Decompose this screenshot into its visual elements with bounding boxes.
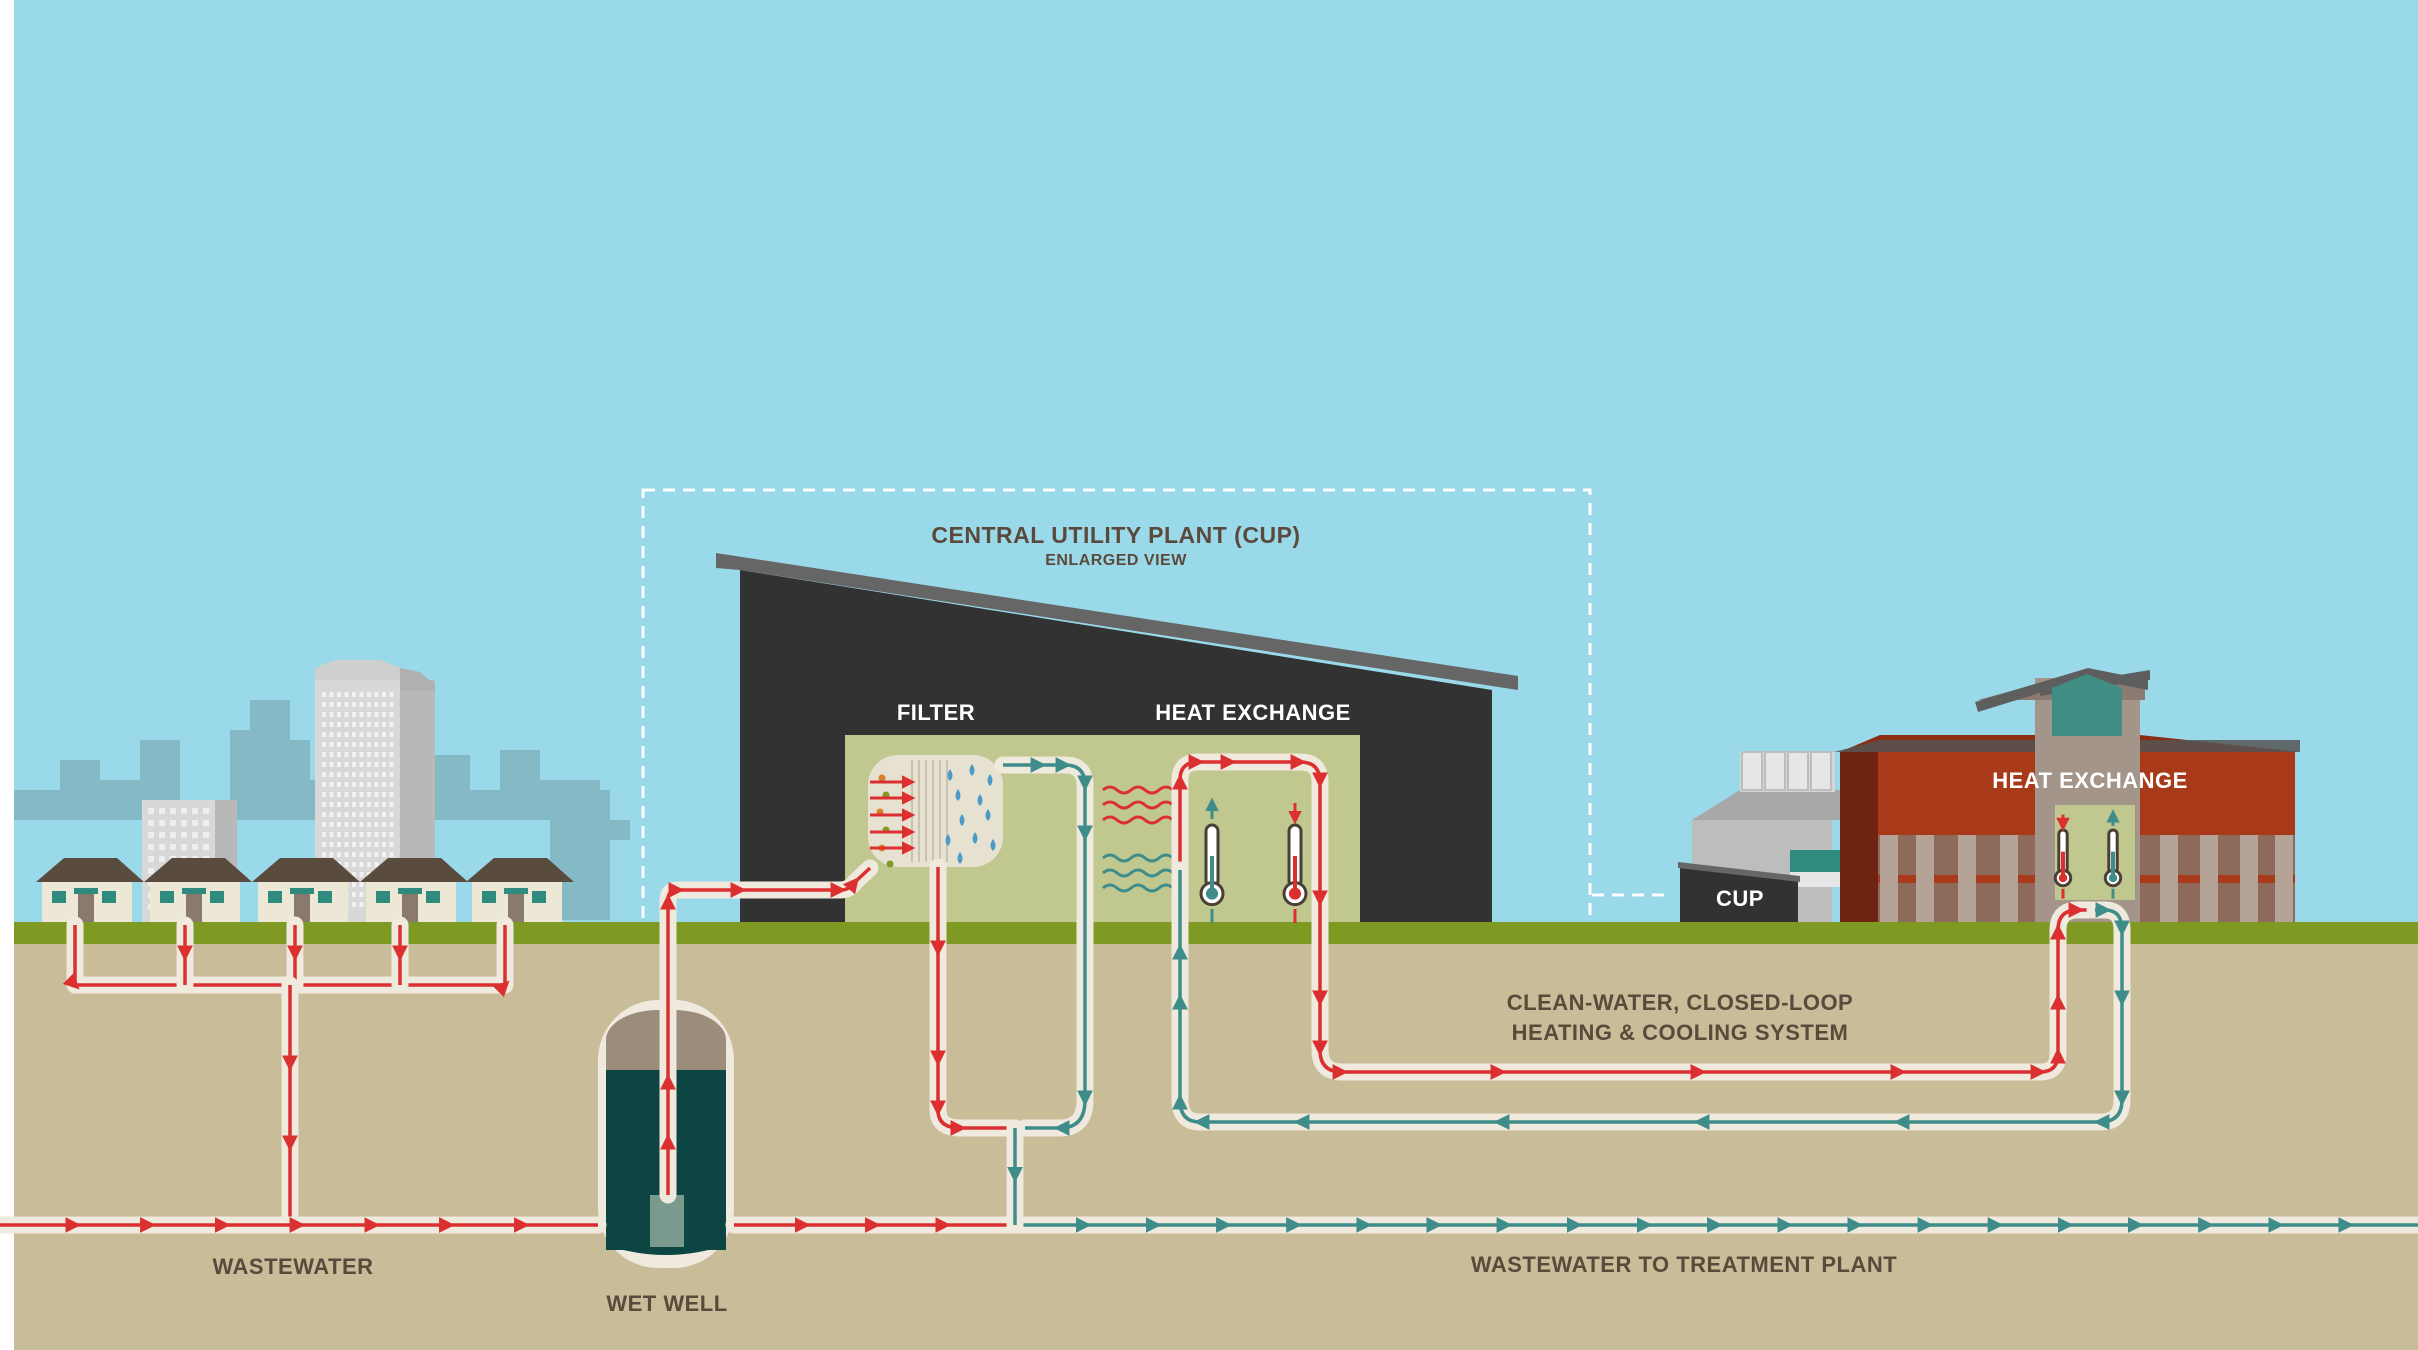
small-cup-label: CUP xyxy=(1716,886,1764,911)
filter-drain-pipe xyxy=(930,867,1015,1136)
wastewater-to-treatment-label: WASTEWATER TO TREATMENT PLANT xyxy=(1470,1252,1898,1277)
houses-row xyxy=(36,858,574,925)
house-5 xyxy=(466,858,574,925)
heat-exchange-building-label: HEAT EXCHANGE xyxy=(1992,768,2188,793)
pump-rising-main xyxy=(660,866,872,1195)
wet-well-label: WET WELL xyxy=(606,1291,728,1316)
closed-loop-cool-pipe xyxy=(1172,870,2130,1130)
house-4 xyxy=(360,858,468,925)
closed-loop-label-line2: HEATING & COOLING SYSTEM xyxy=(1511,1020,1849,1045)
thermometer-hot-building xyxy=(2053,814,2073,899)
closed-loop-label-line1: CLEAN-WATER, CLOSED-LOOP xyxy=(1506,990,1854,1015)
filter-unit xyxy=(868,755,1003,868)
cup-subtitle: ENLARGED VIEW xyxy=(1045,552,1187,569)
thermometer-hot-plant xyxy=(1282,803,1308,923)
house-2 xyxy=(144,858,252,925)
thermometer-cool-plant xyxy=(1199,797,1225,923)
thermometers xyxy=(1199,797,2123,923)
cup-title: CENTRAL UTILITY PLANT (CUP) xyxy=(931,522,1301,548)
left-margin xyxy=(0,0,14,1350)
heat-exchange-return-pipe xyxy=(1003,757,1093,1136)
thermometer-cool-building xyxy=(2103,809,2123,899)
filter-label: FILTER xyxy=(896,700,976,725)
heat-transfer-waves xyxy=(1102,785,1174,893)
house-1 xyxy=(36,858,144,925)
pipe-network xyxy=(0,753,2418,1234)
sump-pump xyxy=(650,1195,684,1247)
house-3 xyxy=(252,858,360,925)
heat-exchange-plant-label: HEAT EXCHANGE xyxy=(1155,700,1351,725)
wastewater-label: WASTEWATER xyxy=(212,1254,374,1279)
